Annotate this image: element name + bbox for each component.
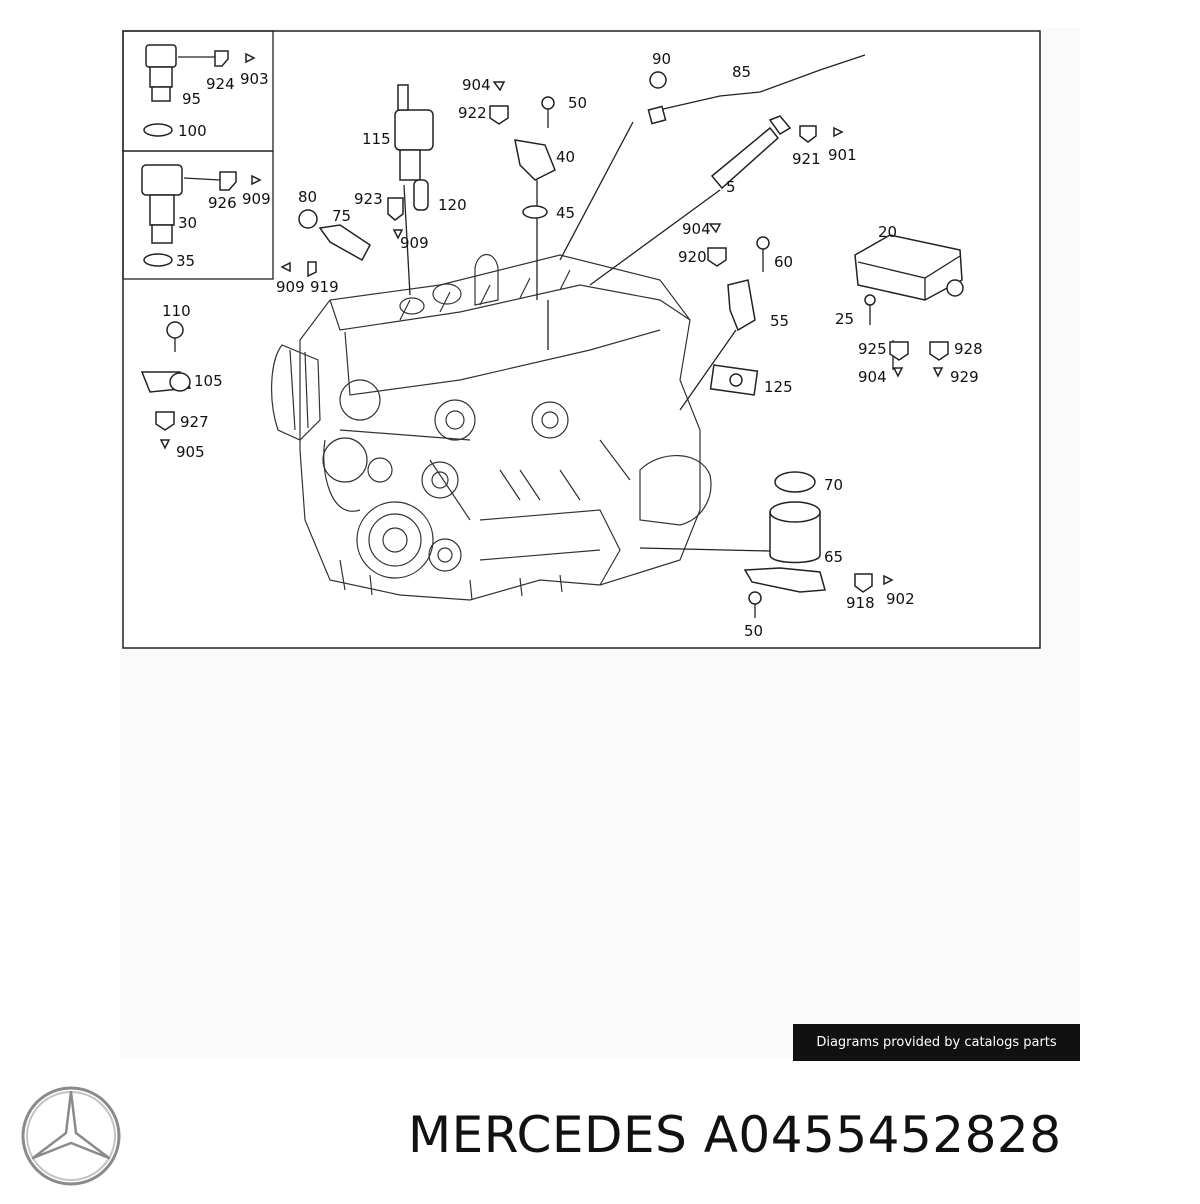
label-929: 929 (950, 368, 979, 386)
part-labels: 924 903 95 100 926 909 30 35 80 75 909 9… (162, 50, 983, 640)
filter-65-icon (743, 471, 894, 618)
engine-block (271, 253, 712, 601)
label-919: 919 (310, 278, 339, 296)
label-923: 923 (354, 190, 383, 208)
label-55: 55 (770, 312, 789, 330)
label-85: 85 (732, 63, 751, 81)
label-70: 70 (824, 476, 843, 494)
watermark-badge: Diagrams provided by catalogs parts (793, 1024, 1080, 1061)
label-904-mid: 904 (682, 220, 711, 238)
label-40: 40 (556, 148, 575, 166)
inset-box-middle (122, 150, 274, 280)
label-909-center: 909 (400, 234, 429, 252)
label-95: 95 (182, 90, 201, 108)
label-921: 921 (792, 150, 821, 168)
sensor-40-icon (489, 81, 556, 219)
label-50-top: 50 (568, 94, 587, 112)
label-902: 902 (886, 590, 915, 608)
label-924: 924 (206, 75, 235, 93)
label-60: 60 (774, 253, 793, 271)
sensor-95-icon (143, 44, 256, 137)
label-909-left: 909 (276, 278, 305, 296)
label-105: 105 (194, 372, 223, 390)
label-918: 918 (846, 594, 875, 612)
product-title: MERCEDES A0455452828 (408, 1106, 1062, 1164)
label-926: 926 (208, 194, 237, 212)
control-unit-20-icon (854, 234, 964, 378)
label-65: 65 (824, 548, 843, 566)
label-120: 120 (438, 196, 467, 214)
label-903: 903 (240, 70, 269, 88)
label-50-bottom: 50 (744, 622, 763, 640)
label-904-right: 904 (858, 368, 887, 386)
sensor-30-icon (141, 164, 262, 267)
mercedes-star-logo (21, 1086, 121, 1186)
label-45: 45 (556, 204, 575, 222)
glow-plug-icon (647, 54, 866, 190)
label-909-inset: 909 (242, 190, 271, 208)
valve-115-icon (387, 84, 434, 240)
label-5: 5 (726, 178, 736, 196)
sensor-55-icon (707, 223, 770, 396)
label-927: 927 (180, 413, 209, 431)
label-80: 80 (298, 188, 317, 206)
label-901: 901 (828, 146, 857, 164)
label-30: 30 (178, 214, 197, 232)
label-115: 115 (362, 130, 391, 148)
label-125: 125 (764, 378, 793, 396)
label-925: 925 (858, 340, 887, 358)
leader-lines (403, 121, 894, 552)
label-922: 922 (458, 104, 487, 122)
label-75: 75 (332, 207, 351, 225)
label-25: 25 (835, 310, 854, 328)
label-35: 35 (176, 252, 195, 270)
knock-sensor-105-icon (140, 321, 192, 450)
label-20: 20 (878, 223, 897, 241)
label-928: 928 (954, 340, 983, 358)
sensor-75-icon (280, 209, 371, 278)
label-90: 90 (652, 50, 671, 68)
label-110: 110 (162, 302, 191, 320)
label-905: 905 (176, 443, 205, 461)
label-904-top: 904 (462, 76, 491, 94)
label-920: 920 (678, 248, 707, 266)
diagram-frame (122, 30, 1041, 649)
label-100: 100 (178, 122, 207, 140)
